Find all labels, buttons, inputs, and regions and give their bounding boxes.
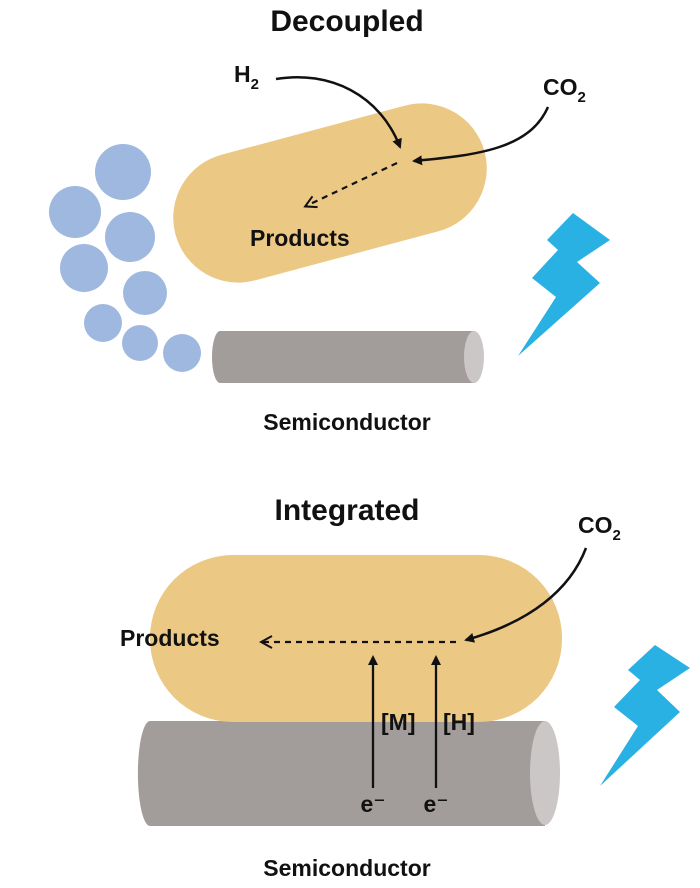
- electron-label: e⁻: [361, 791, 386, 817]
- co2-arrow: [464, 547, 588, 643]
- co2-label: CO2: [543, 74, 586, 106]
- lightning-bolt-icon: [518, 213, 610, 356]
- microbe-capsule: [150, 555, 562, 722]
- integrated-panel: Integrated CO2 Products [M] [H] e⁻ e⁻ Se…: [120, 494, 690, 881]
- particle: [122, 325, 158, 361]
- decoupled-title: Decoupled: [270, 5, 423, 38]
- h2-arrow: [275, 75, 402, 149]
- product-dashed-arrow: [306, 162, 398, 206]
- microbe-capsule: [173, 103, 487, 283]
- co2-arrow: [412, 106, 550, 166]
- particle: [163, 334, 201, 372]
- electron-label: e⁻: [424, 791, 449, 817]
- integrated-title: Integrated: [274, 494, 419, 527]
- particle: [84, 304, 122, 342]
- decoupled-products-label: Products: [250, 225, 350, 251]
- particle: [60, 244, 108, 292]
- particle: [123, 271, 167, 315]
- particle: [49, 186, 101, 238]
- m-label: [M]: [381, 709, 415, 735]
- semiconductor-rod: [212, 331, 484, 383]
- semiconductor-rod: [137, 721, 560, 826]
- particle: [105, 212, 155, 262]
- h-label: [H]: [443, 709, 475, 735]
- hydrogen-particles: [49, 144, 201, 372]
- decoupled-panel: Decoupled Semiconductor H2 CO2: [49, 5, 610, 435]
- lightning-bolt-icon: [600, 645, 690, 786]
- particle: [95, 144, 151, 200]
- h2-label: H2: [234, 61, 259, 93]
- integrated-semiconductor-label: Semiconductor: [263, 855, 430, 881]
- integrated-products-label: Products: [120, 625, 220, 651]
- co2-label: CO2: [578, 512, 621, 544]
- decoupled-semiconductor-label: Semiconductor: [263, 409, 430, 435]
